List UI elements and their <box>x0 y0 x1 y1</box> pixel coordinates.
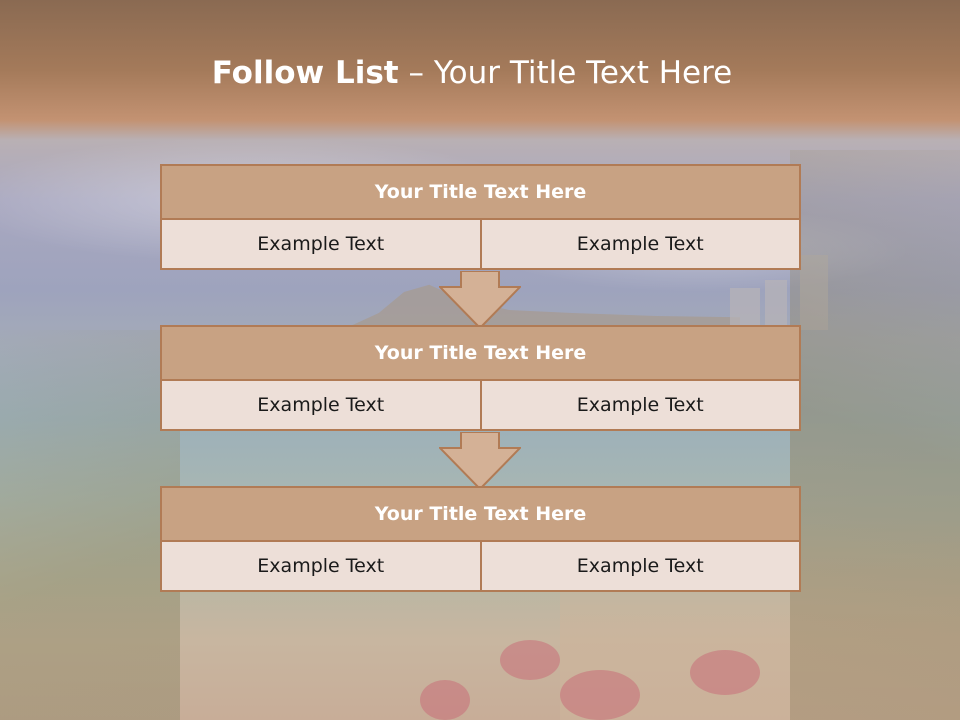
step-cell-right: Example Text <box>479 542 800 590</box>
down-arrow-icon <box>439 271 521 329</box>
background-foliage-left <box>0 330 180 720</box>
step-cell-left: Example Text <box>257 394 385 416</box>
background-foliage-right <box>790 150 960 720</box>
step-cell-left: Example Text <box>257 555 385 577</box>
step-row: Example Text Example Text <box>160 381 801 431</box>
step-title: Your Title Text Here <box>160 486 801 542</box>
background-flower <box>500 640 560 680</box>
background-flower <box>420 680 470 720</box>
step-title: Your Title Text Here <box>160 325 801 381</box>
step-block: Your Title Text Here Example Text Exampl… <box>160 164 801 270</box>
slide-title-rest: – Your Title Text Here <box>398 55 733 91</box>
background-building <box>765 280 787 328</box>
step-cell-right: Example Text <box>479 381 800 429</box>
background-flower <box>560 670 640 720</box>
slide-title-bold: Follow List <box>211 55 399 91</box>
down-arrow-icon <box>439 432 521 490</box>
background-building <box>730 288 760 328</box>
step-cell-left: Example Text <box>257 233 385 255</box>
step-block: Your Title Text Here Example Text Exampl… <box>160 486 801 592</box>
step-row: Example Text Example Text <box>160 542 801 592</box>
step-block: Your Title Text Here Example Text Exampl… <box>160 325 801 431</box>
background-flower <box>690 650 760 695</box>
step-cell-right: Example Text <box>479 220 800 268</box>
step-row: Example Text Example Text <box>160 220 801 270</box>
step-title: Your Title Text Here <box>160 164 801 220</box>
slide-title: Follow List – Your Title Text Here <box>0 55 944 91</box>
